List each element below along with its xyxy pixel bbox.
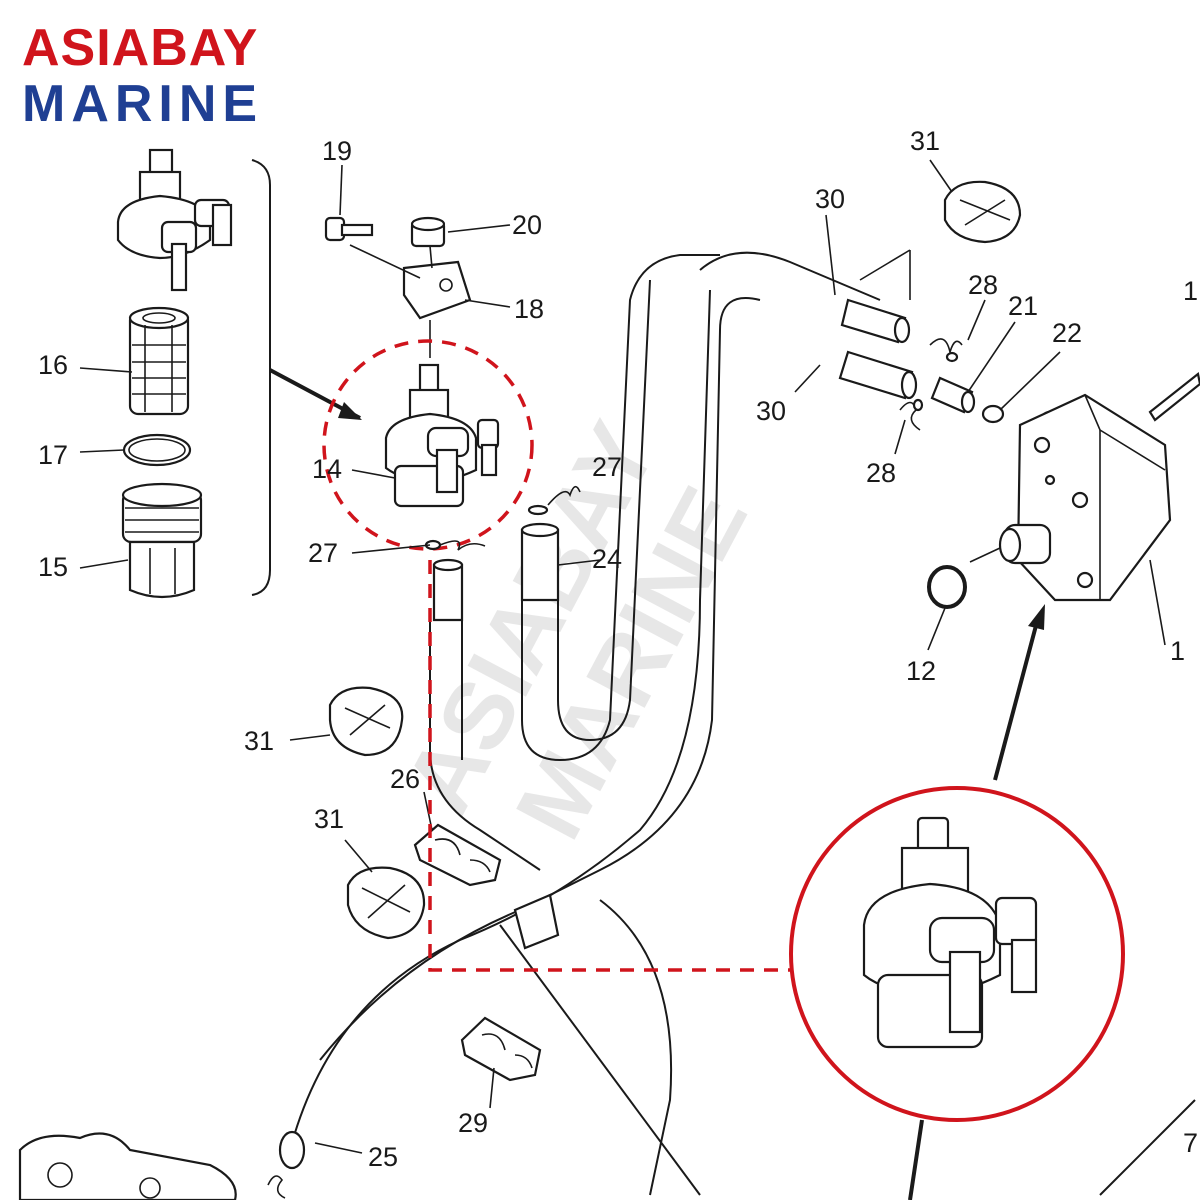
callout-15: 15 <box>38 552 68 582</box>
callout-29: 29 <box>458 1108 488 1138</box>
hose-line <box>699 251 881 301</box>
callout-16: 16 <box>38 350 68 380</box>
highlight-circle <box>322 339 534 551</box>
callout-22: 22 <box>1052 318 1082 348</box>
highlight-leader <box>428 560 790 972</box>
mounting-bracket-part <box>402 260 472 320</box>
assembly-arrowhead <box>338 402 362 420</box>
hose-holder-part <box>413 823 542 1082</box>
callout-25: 25 <box>368 1142 398 1172</box>
callout-21: 21 <box>1008 291 1038 321</box>
callout-20: 20 <box>512 210 542 240</box>
hose-line <box>557 279 651 742</box>
o-ring-part <box>122 433 192 467</box>
assembly-bracket <box>251 159 271 596</box>
fuel-filter-part <box>384 363 500 508</box>
filter-bowl-part <box>121 482 203 599</box>
callout-12: 12 <box>906 656 936 686</box>
hose-line <box>521 254 720 762</box>
hose-line <box>599 899 673 1196</box>
enlarged-view-pointer <box>908 1119 924 1200</box>
callout-18: 18 <box>514 294 544 324</box>
callout-1: 1 <box>1170 636 1185 666</box>
small-clip-part <box>899 338 1060 431</box>
callout-31: 31 <box>244 726 274 756</box>
filter-element-part <box>128 306 190 416</box>
callout-30: 30 <box>756 396 786 426</box>
callout-27: 27 <box>308 538 338 568</box>
callout-31: 31 <box>910 126 940 156</box>
callout-31: 31 <box>314 804 344 834</box>
hose-clip-part <box>424 485 581 551</box>
callout-1: 1 <box>1183 276 1198 306</box>
engine-fragment-part <box>18 1132 237 1200</box>
callout-30: 30 <box>815 184 845 214</box>
nut-part <box>410 216 446 248</box>
bolt-part <box>324 216 374 242</box>
brand-logo: ASIABAY MARINE <box>22 22 362 132</box>
callout-27: 27 <box>592 452 622 482</box>
fuel-hose-part <box>432 522 560 622</box>
callout-26: 26 <box>390 764 420 794</box>
leader-lines <box>79 159 1166 1154</box>
filter-top-cap-part <box>116 148 233 292</box>
hose-line <box>1099 1099 1196 1196</box>
gasket-o-ring-part <box>927 565 967 609</box>
pipe-part <box>513 298 918 950</box>
callout-14: 14 <box>312 454 342 484</box>
callout-19: 19 <box>322 136 352 166</box>
enlarged-fuel-filter-part <box>862 816 1038 1049</box>
enlarged-view-arrowhead <box>1028 604 1045 630</box>
callout-labels: 19 20 18 16 17 15 14 27 27 24 31 31 31 2… <box>38 126 1198 1172</box>
brand-line-marine: MARINE <box>22 75 264 133</box>
callout-28: 28 <box>968 270 998 300</box>
callout-28: 28 <box>866 458 896 488</box>
brand-line-asiabay: ASIABAY <box>22 19 259 77</box>
callout-24: 24 <box>592 544 622 574</box>
hose-end-part <box>278 1130 306 1170</box>
callout-17: 17 <box>38 440 68 470</box>
hose-clamp-part <box>328 180 1022 940</box>
fuel-pump-part <box>998 372 1200 602</box>
small-clip-part <box>267 1175 286 1199</box>
callout-7: 7 <box>1183 1128 1198 1158</box>
hose-line <box>319 297 761 1061</box>
enlarged-view-arrow <box>993 617 1040 781</box>
